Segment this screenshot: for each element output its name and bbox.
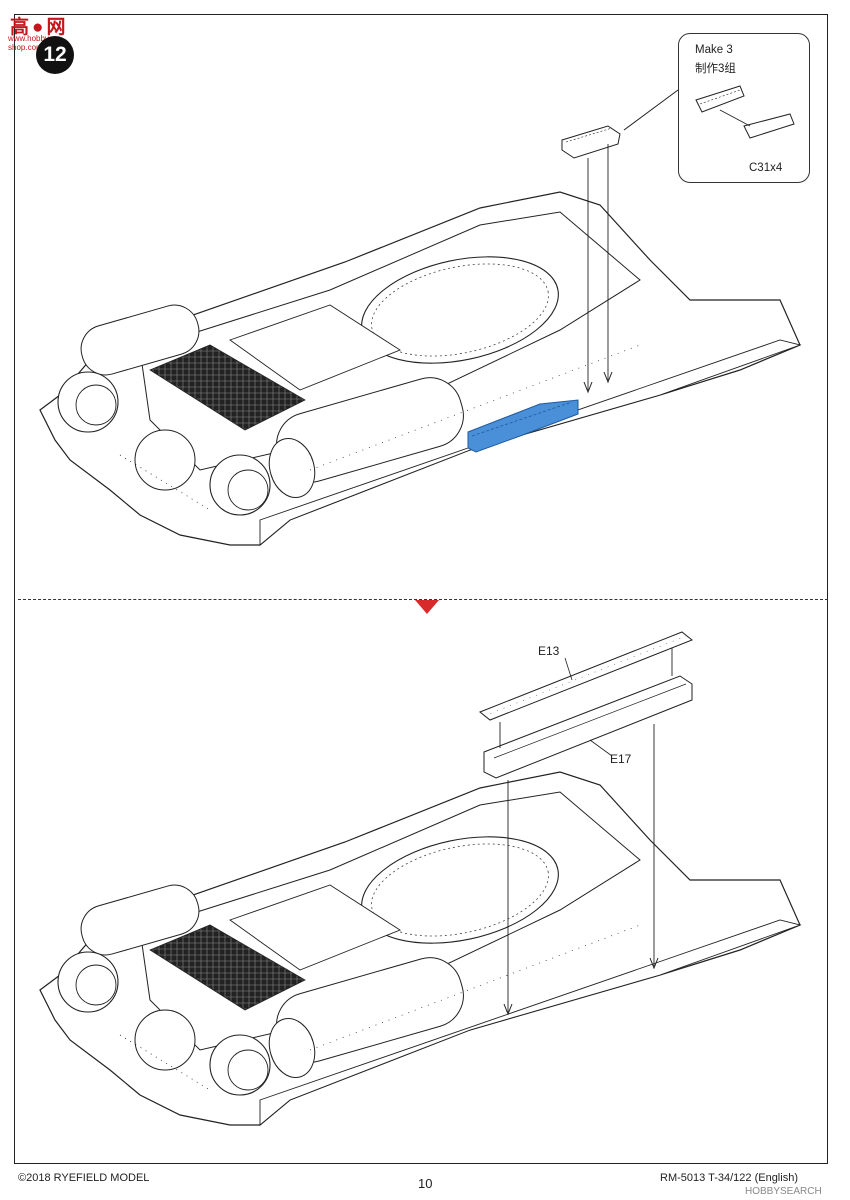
callout-make-text-cn: 制作3组: [695, 63, 736, 75]
flip-view-icon: [406, 577, 448, 619]
part-e13: [479, 631, 693, 721]
page-border: [14, 14, 828, 1164]
callout-make-text: Make 3: [695, 44, 733, 56]
watermark-bottom-right: HOBBYSEARCH: [745, 1186, 822, 1197]
watermark-logo-url: www.hobby-shop.com.cn: [8, 34, 54, 52]
part-label-e17: E17: [610, 752, 632, 766]
step-number-badge: 12: [36, 36, 74, 74]
hull-top-view: [39, 191, 801, 546]
hull-bottom-view: [39, 771, 801, 1126]
part-label-e13: E13: [538, 644, 560, 658]
footer-copyright: ©2018 RYEFIELD MODEL: [18, 1172, 150, 1184]
highlight-part: [467, 399, 579, 453]
callout-part-label: C31x4: [749, 162, 783, 174]
part-e17: [483, 675, 693, 779]
part-c31-assembly: [561, 125, 621, 159]
watermark-logo: 高●网 www.hobby-shop.com.cn: [4, 6, 70, 52]
watermark-logo-text: 高●网: [10, 17, 69, 38]
step-divider: [18, 599, 828, 600]
footer-page-number: 10: [418, 1176, 433, 1191]
footer-product: RM-5013 T-34/122 (English): [660, 1172, 798, 1184]
